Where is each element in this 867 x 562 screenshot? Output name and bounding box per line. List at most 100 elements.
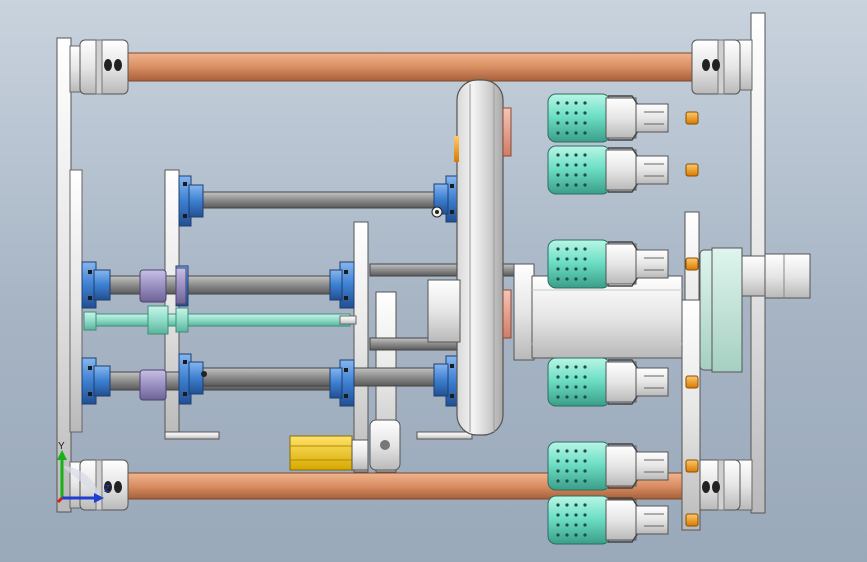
vent-hole [574,257,578,261]
lower-long-shaft [199,367,441,387]
purple-collar-small [175,267,187,305]
vent-hole [574,183,578,187]
vent-hole [565,257,569,261]
vent-hole [574,513,578,517]
clamp-block-bottom-right [691,459,753,511]
bearing-b-lower [329,359,355,407]
gripper-nut [685,163,699,177]
green-collar-right [175,307,189,333]
gripper-bracket [605,243,637,285]
vent-hole [565,523,569,527]
vent-hole [556,469,560,473]
index-disk [454,79,512,436]
main-cylinder [427,247,811,373]
gripper-unit [547,145,699,195]
cylinder-front-flange [711,247,743,373]
vent-hole [583,385,587,389]
gripper-nut [685,459,699,473]
vent-hole [565,503,569,507]
gripper-unit [547,357,699,407]
purple-collar-upper [139,269,167,303]
vent-hole [565,183,569,187]
vent-hole [583,111,587,115]
vent-hole [565,247,569,251]
support-plate-a-foot [164,431,220,440]
gripper-body [547,357,611,407]
vent-hole [565,277,569,281]
gripper-jaw [635,249,669,279]
purple-collar-lower [139,369,167,401]
vent-hole [556,121,560,125]
vent-hole [583,503,587,507]
vent-hole [583,121,587,125]
vent-hole [565,479,569,483]
vent-hole [556,365,560,369]
vent-hole [574,121,578,125]
vent-hole [556,375,560,379]
vent-hole [556,173,560,177]
vent-hole [574,503,578,507]
gripper-bracket [605,499,637,541]
vent-hole [574,277,578,281]
vent-hole [556,395,560,399]
vent-hole [583,101,587,105]
gripper-body [547,495,611,545]
vent-hole [556,277,560,281]
vent-hole [583,395,587,399]
vent-hole [556,513,560,517]
vent-hole [556,131,560,135]
vent-hole [583,163,587,167]
purple-collars [139,267,187,401]
disk-hub-upper [502,107,512,157]
vent-hole [565,513,569,517]
vent-hole [565,395,569,399]
vent-hole [574,385,578,389]
vent-hole [556,267,560,271]
vent-hole [565,365,569,369]
vent-hole [565,385,569,389]
vent-hole [583,183,587,187]
vent-hole [583,173,587,177]
vent-hole [565,375,569,379]
gripper-bracket [605,149,637,191]
gripper-nut [685,257,699,271]
vent-hole [556,385,560,389]
vent-hole [556,503,560,507]
vent-hole [556,449,560,453]
bearing-a-low [178,353,204,405]
bearing-screws [88,182,454,398]
vent-hole [583,479,587,483]
clamp-block-top-right [691,39,753,95]
vent-hole [583,131,587,135]
vent-hole [565,131,569,135]
vent-hole [574,131,578,135]
vent-hole [556,533,560,537]
gripper-unit [547,441,699,491]
vent-hole [574,267,578,271]
green-shaft [87,313,351,327]
vent-hole [574,523,578,527]
cylinder-rod-housing [741,255,768,297]
vent-hole [583,277,587,281]
gripper-body [547,145,611,195]
vent-hole [574,173,578,177]
top-tie-rod [119,52,701,82]
vent-hole [556,163,560,167]
vent-hole [583,469,587,473]
vent-hole [583,267,587,271]
gripper-unit [547,239,699,289]
bearing-disk-top [431,175,461,223]
bearing-left-upper [81,261,111,309]
gripper-unit [547,93,699,143]
cylinder-rear-block [427,279,461,343]
vent-hole [583,247,587,251]
yellow-sensor-block [289,419,401,471]
gripper-bracket [605,97,637,139]
vent-hole [574,533,578,537]
y-axis-label: Y [58,441,65,452]
vent-hole [565,449,569,453]
gripper-unit [547,495,699,545]
vent-hole [565,111,569,115]
